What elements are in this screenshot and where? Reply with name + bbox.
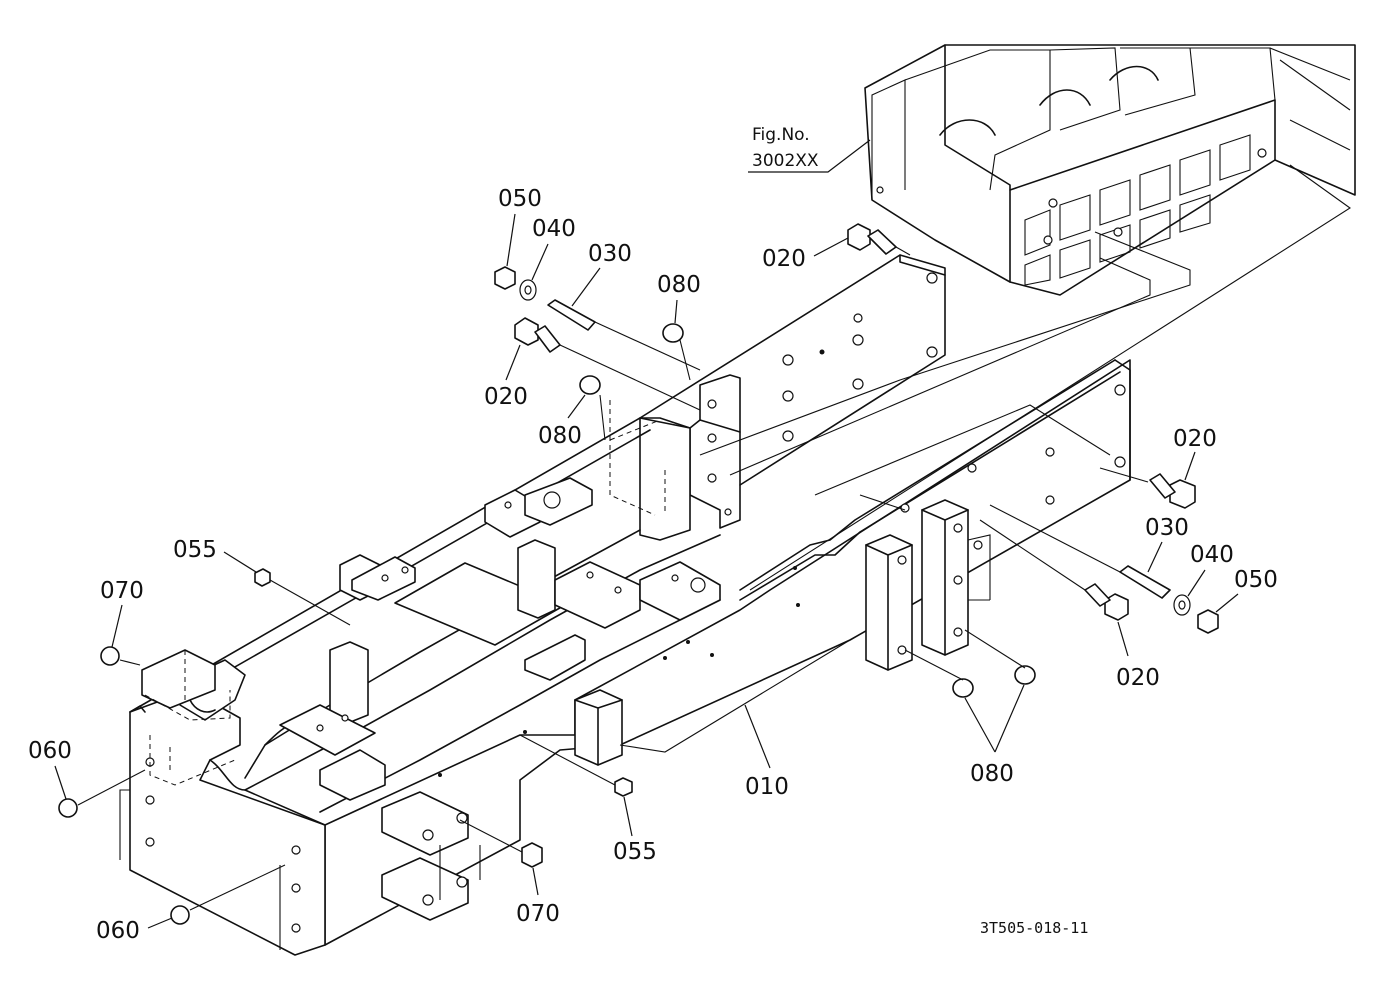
bushing-060-left [58, 798, 78, 818]
bushing-080-right-b [1014, 665, 1036, 685]
callout-080-mid: 080 [538, 423, 582, 449]
callout-055-bottom: 055 [613, 839, 657, 865]
hardware-parts [58, 223, 1219, 925]
spacer-blocks-right [381, 499, 991, 921]
drawing-code: 3T505-018-11 [980, 919, 1088, 937]
callout-060-left: 060 [28, 738, 72, 764]
bolt-020-right-bottom [1104, 593, 1129, 621]
callout-060-bottom: 060 [96, 918, 140, 944]
callout-020-right-top: 020 [1173, 426, 1217, 452]
callout-070-bottom: 070 [516, 901, 560, 927]
engine-block-windows [1024, 134, 1251, 286]
assembly-lines [77, 164, 1351, 950]
callout-050-top: 050 [498, 186, 542, 212]
callout-050-right: 050 [1234, 567, 1278, 593]
callout-020-topleft: 020 [484, 384, 528, 410]
plug-055-bottom [614, 777, 633, 797]
callout-020-right-bottom: 020 [1116, 665, 1160, 691]
callout-040-right: 040 [1190, 542, 1234, 568]
callout-080-top: 080 [657, 272, 701, 298]
bolt-020-right-top [1169, 479, 1196, 509]
bolt-020-topright [847, 223, 871, 251]
stud-030-top [547, 299, 596, 331]
bushing-060-bottom [170, 905, 190, 925]
figure-reference: Fig.No. 3002XX [748, 125, 871, 173]
bushing-070-left [100, 646, 120, 666]
callout-020-topright: 020 [762, 246, 806, 272]
callout-070-left: 070 [100, 578, 144, 604]
callout-080-right: 080 [970, 761, 1014, 787]
callout-030-top: 030 [588, 241, 632, 267]
callout-030-right: 030 [1145, 515, 1189, 541]
callouts: 050 040 030 080 020 020 080 055 070 060 … [28, 186, 1278, 944]
callout-055-left: 055 [173, 537, 217, 563]
plug-055-left [254, 568, 271, 587]
frame-brackets [141, 477, 721, 721]
stud-030-right [1119, 565, 1171, 599]
figure-ref-line2: 3002XX [752, 151, 819, 171]
figure-ref-line1: Fig.No. [752, 125, 810, 145]
bushing-080-mid [579, 375, 601, 395]
bushing-080-right-a [952, 678, 974, 698]
nut-050-right [1197, 609, 1219, 634]
bushing-070-bottom [521, 842, 543, 868]
callout-010: 010 [745, 774, 789, 800]
callout-040-top: 040 [532, 216, 576, 242]
nut-050-top [494, 266, 516, 290]
engine-block [864, 44, 1356, 296]
upper-side-rail [609, 254, 946, 541]
bolt-020-topleft [514, 317, 539, 346]
bushing-080-top [662, 323, 684, 343]
